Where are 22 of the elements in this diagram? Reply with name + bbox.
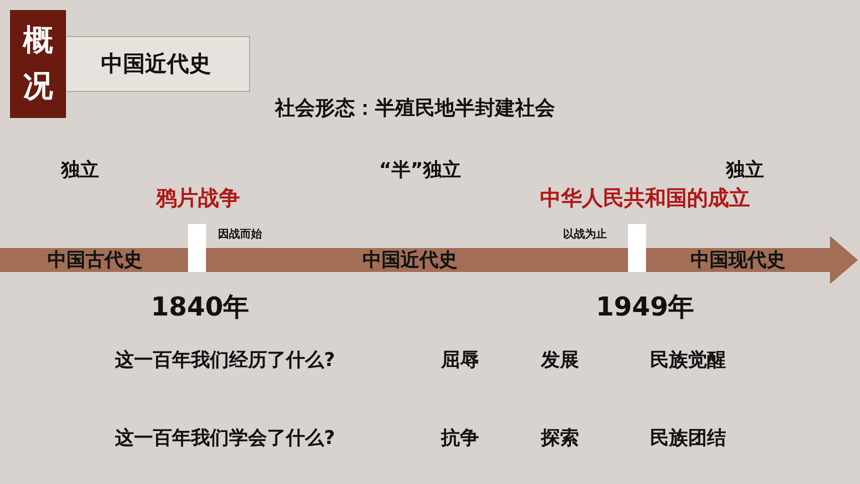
- period-label: 中国古代史: [48, 248, 142, 273]
- event-label: 中华人民共和国的成立: [540, 185, 750, 212]
- period-label: 中国近代史: [362, 248, 458, 273]
- answer-word: 探索: [541, 426, 579, 451]
- event-label: 鸦片战争: [156, 185, 240, 212]
- status-label: 独立: [726, 158, 764, 183]
- answer-word: 抗争: [441, 426, 479, 451]
- status-label: 独立: [61, 158, 99, 183]
- answer-word: 发展: [541, 348, 579, 373]
- note-text: 以战为止: [563, 226, 607, 242]
- year-label: 1949年: [596, 292, 694, 324]
- subtitle-text: 社会形态：半殖民地半封建社会: [275, 94, 555, 122]
- answer-word: 民族团结: [650, 426, 726, 451]
- question-text: 这一百年我们经历了什么?: [114, 348, 336, 373]
- heading-badge: 概况: [10, 10, 66, 118]
- note-text: 因战而始: [218, 226, 262, 242]
- answer-word: 屈辱: [441, 348, 479, 373]
- question-text: 这一百年我们学会了什么?: [114, 426, 336, 451]
- year-label: 1840年: [150, 292, 250, 324]
- status-label: “半”独立: [379, 158, 461, 183]
- answer-word: 民族觉醒: [650, 348, 726, 373]
- period-label: 中国现代史: [690, 248, 786, 273]
